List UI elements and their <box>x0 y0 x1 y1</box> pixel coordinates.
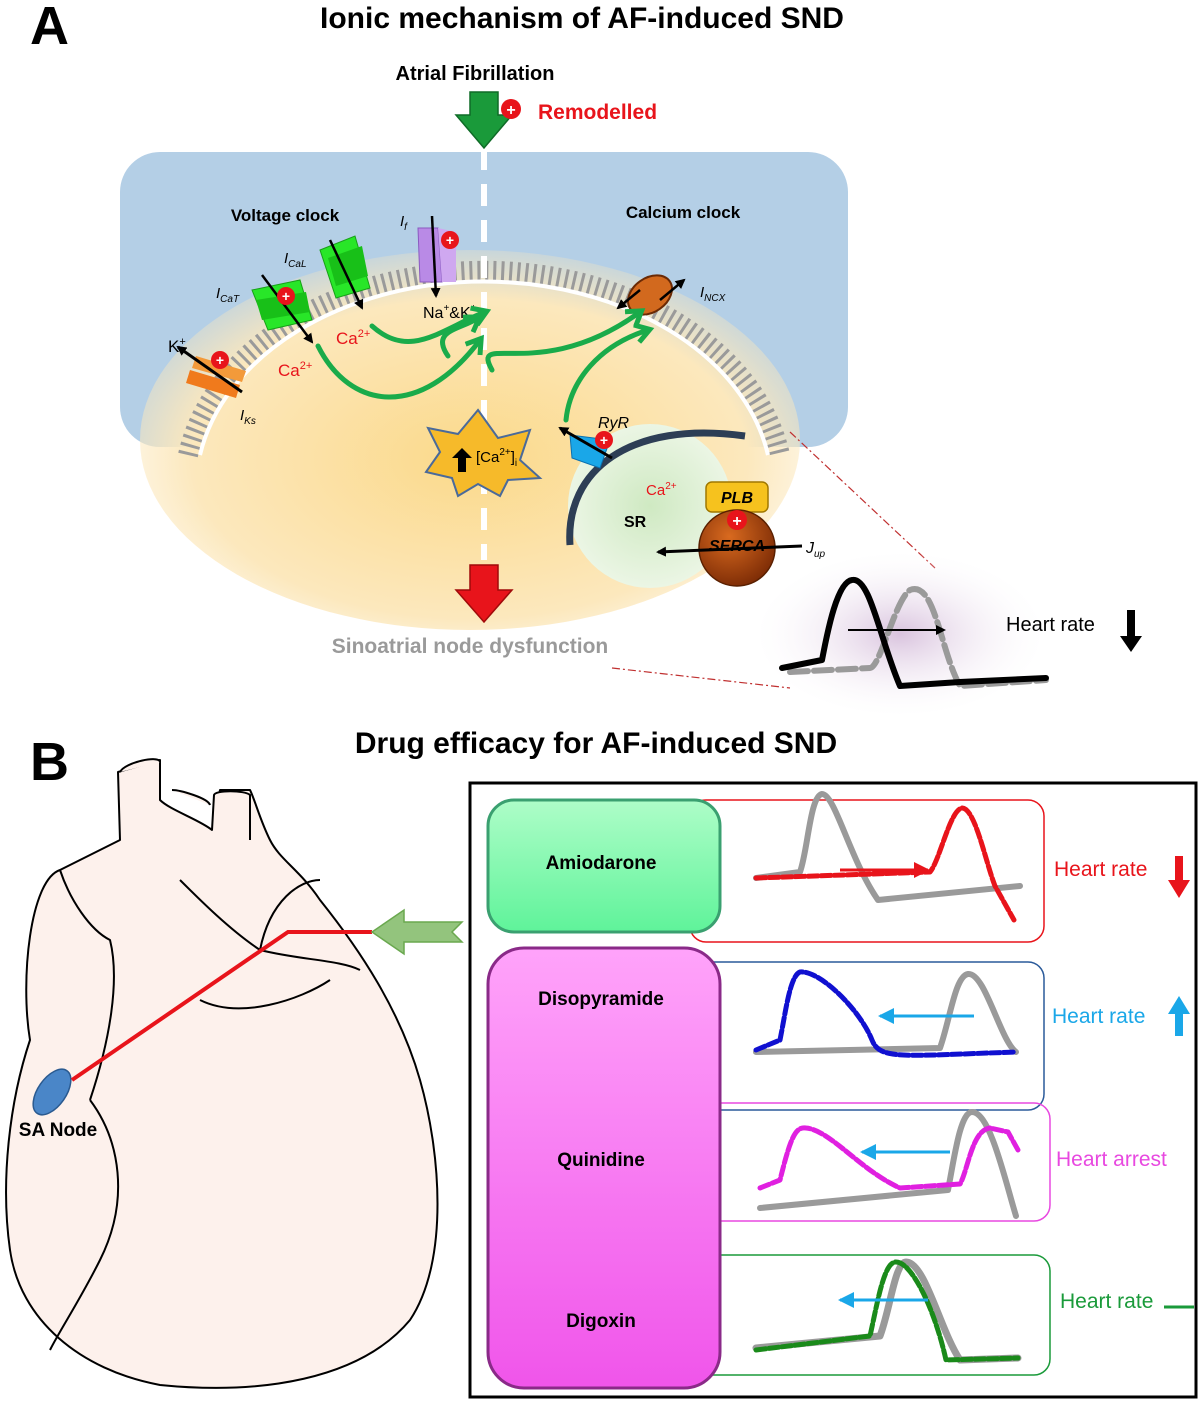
cai-star <box>424 408 543 498</box>
calcium-clock-label: Calcium clock <box>626 203 741 222</box>
ical-label: ICaL <box>284 250 307 270</box>
sr-ca-label: Ca2+ <box>646 481 677 499</box>
k-ion-label: K+ <box>168 336 186 356</box>
drug-name-amiodarone: Amiodarone <box>546 853 657 874</box>
if-channel: + <box>417 215 459 298</box>
pink-drug-box <box>486 946 722 1390</box>
ryr-channel: + <box>558 426 613 469</box>
zoom-line-top <box>789 431 936 569</box>
ap-trace-remodelled <box>779 576 1049 689</box>
sa-node-pointer <box>70 930 372 1082</box>
ap-trace-digoxin <box>752 1258 1022 1364</box>
effect-label-quinidine: Heart arrest <box>1056 1148 1167 1171</box>
if-label: If <box>400 213 408 233</box>
ap-trace-quinidine <box>757 1109 1021 1219</box>
jup-label: Jup <box>805 540 826 560</box>
drug-name-quinidine: Quinidine <box>557 1150 645 1171</box>
voltage-clock-label: Voltage clock <box>231 206 340 225</box>
cell-membrane-inner <box>198 279 770 456</box>
sr-membrane <box>566 429 746 546</box>
icat-channel: + <box>251 274 314 344</box>
ion-flux-arrows <box>315 312 648 423</box>
panel-b-letter: B <box>30 732 69 792</box>
ca-ion-label-1: Ca2+ <box>278 360 312 380</box>
sa-node <box>32 1068 72 1116</box>
snd-arrow <box>454 564 514 624</box>
panel-a-letter: A <box>30 0 69 56</box>
svg-text:+: + <box>216 352 224 368</box>
panel-a-title: Ionic mechanism of AF-induced SND <box>320 2 844 35</box>
svg-text:+: + <box>600 432 608 448</box>
iks-channel: + <box>176 345 246 398</box>
ical-channel <box>319 235 371 310</box>
svg-text:+: + <box>446 232 454 248</box>
cai-label: [Ca2+]i <box>476 447 517 469</box>
effect-label-digoxin: Heart rate <box>1060 1290 1153 1313</box>
sr-compartment <box>568 424 732 588</box>
svg-text:+: + <box>732 513 741 530</box>
af-arrow <box>454 91 514 150</box>
svg-text:+: + <box>282 288 290 304</box>
effect-label-amiodarone: Heart rate <box>1054 858 1147 881</box>
af-label: Atrial Fibrillation <box>396 63 555 85</box>
svg-text:+: + <box>506 102 515 119</box>
amiodarone-box <box>486 798 722 934</box>
effect-label-disopyramide: Heart rate <box>1052 1005 1145 1028</box>
serca-plus-icon: + <box>727 510 747 530</box>
iks-label: IKs <box>240 407 256 427</box>
ncx-exchanger <box>616 274 686 316</box>
remodelled-label: Remodelled <box>538 101 657 124</box>
remodelled-plus-icon: + <box>501 99 521 119</box>
heart-rate-down-icon-amiodarone <box>1168 856 1190 898</box>
jup-arrow <box>656 544 803 557</box>
snd-label: Sinoatrial node dysfunction <box>332 635 609 658</box>
link-arrow <box>370 908 464 956</box>
ap-trace-disopyramide <box>753 969 1019 1058</box>
zoom-line-bottom <box>611 667 791 689</box>
heart-rate-down-icon-a <box>1120 610 1142 652</box>
drug-name-digoxin: Digoxin <box>566 1311 636 1332</box>
plb-label: PLB <box>721 490 753 507</box>
ca-ion-label-2: Ca2+ <box>336 328 370 348</box>
sr-label: SR <box>624 514 647 531</box>
heart-rate-label-a: Heart rate <box>1006 614 1095 636</box>
heart-rate-up-icon-disopyramide <box>1168 996 1190 1036</box>
ap-inset-glow <box>760 554 1040 714</box>
drug-name-disopyramide: Disopyramide <box>538 989 664 1010</box>
sa-node-label: SA Node <box>19 1120 97 1141</box>
panel-b-title: Drug efficacy for AF-induced SND <box>355 727 837 760</box>
heart-illustration <box>5 758 439 1389</box>
icat-label: ICaT <box>216 285 240 305</box>
ryr-label: RyR <box>598 415 630 432</box>
incx-label: INCX <box>700 284 726 304</box>
